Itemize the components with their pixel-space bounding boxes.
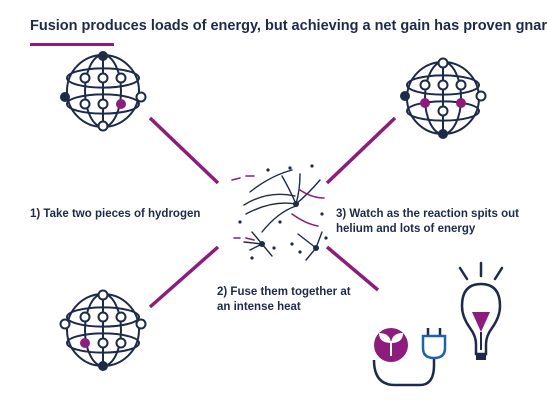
atom-orbit-lines	[406, 61, 480, 135]
connector-line-top-right	[325, 116, 397, 185]
proton-particle	[420, 98, 430, 108]
connector-line-bottom-right	[325, 245, 380, 292]
atom-orbit-lines	[66, 54, 140, 128]
step-3-label: 3) Watch as the reaction spits out heliu…	[336, 208, 519, 235]
electron-dot	[98, 361, 108, 371]
connector-line-top-left	[148, 116, 220, 185]
step-1-label: 1) Take two pieces of hydrogen	[30, 208, 201, 220]
electron-dot	[98, 51, 108, 61]
connector-line-bottom-left	[148, 245, 220, 309]
proton-particle	[116, 99, 126, 109]
electron-dot	[400, 91, 410, 101]
connector-lines	[148, 116, 397, 309]
proton-particle	[456, 98, 466, 108]
hydrogen-atom-top-left	[60, 51, 147, 132]
atom-orbit-lines	[66, 293, 140, 367]
nucleus-particle	[60, 92, 70, 102]
title-accent-rule	[30, 43, 114, 46]
light-bulb-icon	[458, 261, 504, 360]
hydrogen-atom-bottom-left	[59, 289, 147, 371]
electron-dot	[438, 129, 448, 139]
step-2-label: 2) Fuse them together at an intense heat	[217, 286, 351, 313]
orbit-nodes	[79, 72, 147, 132]
fusion-burst	[231, 164, 328, 261]
helium-atom-top-right	[400, 57, 487, 139]
plant-icon	[374, 328, 408, 362]
page-title: Fusion produces loads of energy, but ach…	[30, 18, 547, 34]
orbit-nodes	[419, 57, 487, 117]
proton-particle	[80, 338, 90, 348]
plug-icon	[372, 328, 447, 387]
orbit-nodes	[59, 289, 147, 349]
